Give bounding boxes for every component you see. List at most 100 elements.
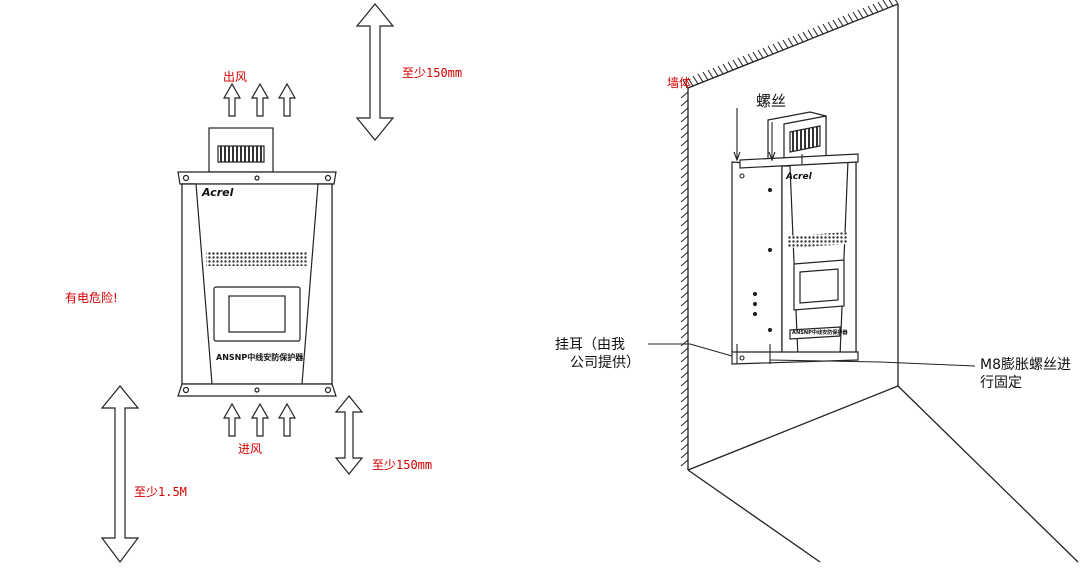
hatch-mark bbox=[877, 1, 884, 11]
ear-label-line1: 挂耳（由我 bbox=[555, 337, 625, 353]
hatch-mark bbox=[680, 283, 689, 291]
hatch-mark bbox=[822, 23, 829, 33]
wall-hatch-top bbox=[682, 0, 899, 89]
leader-lines bbox=[648, 343, 976, 367]
hatch-mark bbox=[782, 39, 789, 49]
hatch-mark bbox=[680, 259, 689, 267]
hatch-mark bbox=[680, 155, 689, 163]
left-device-front bbox=[177, 127, 337, 397]
hatch-mark bbox=[680, 331, 689, 339]
hatch-mark bbox=[680, 395, 689, 403]
outlet-arrows bbox=[222, 82, 297, 117]
bolt-label-line1: M8膨胀螺丝进 bbox=[980, 357, 1071, 373]
bottom-clearance-label: 至少150mm bbox=[372, 458, 433, 472]
hatch-mark bbox=[682, 79, 689, 89]
hatch-mark bbox=[680, 99, 689, 107]
hatch-mark bbox=[680, 443, 689, 451]
hatch-mark bbox=[680, 123, 689, 131]
left-brand-logo: Acrel bbox=[202, 186, 234, 199]
hatch-mark bbox=[680, 195, 689, 203]
hatch-mark bbox=[680, 459, 689, 467]
hatch-mark bbox=[747, 53, 754, 63]
hatch-mark bbox=[680, 147, 689, 155]
hatch-mark bbox=[680, 251, 689, 259]
hatch-mark bbox=[872, 3, 879, 13]
hatch-mark bbox=[680, 243, 689, 251]
bolt-label-line2: 行固定 bbox=[980, 375, 1022, 391]
hatch-mark bbox=[680, 347, 689, 355]
hatch-mark bbox=[680, 187, 689, 195]
left-device-name: ANSNP中线安防保护器 bbox=[216, 353, 304, 362]
hatch-mark bbox=[837, 17, 844, 27]
hatch-mark bbox=[772, 43, 779, 53]
inlet-arrows bbox=[222, 402, 297, 437]
hatch-mark bbox=[797, 33, 804, 43]
right-device-name: ANSNP中线安防保护器 bbox=[792, 329, 848, 336]
hatch-mark bbox=[767, 45, 774, 55]
wall-hatch-left bbox=[680, 91, 689, 467]
hatch-mark bbox=[832, 19, 839, 29]
hatch-mark bbox=[680, 307, 689, 315]
hatch-mark bbox=[842, 15, 849, 25]
hatch-mark bbox=[680, 107, 689, 115]
hatch-mark bbox=[702, 71, 709, 81]
hatch-mark bbox=[732, 59, 739, 69]
hatch-mark bbox=[680, 291, 689, 299]
hatch-mark bbox=[882, 0, 889, 9]
hatch-mark bbox=[680, 419, 689, 427]
right-brand-logo: Acrel bbox=[786, 172, 812, 182]
hatch-mark bbox=[757, 49, 764, 59]
ear-label-line2: 公司提供） bbox=[570, 355, 640, 371]
screw-label: 螺丝 bbox=[756, 92, 787, 110]
hatch-mark bbox=[680, 403, 689, 411]
hatch-mark bbox=[707, 69, 714, 79]
hatch-mark bbox=[862, 7, 869, 17]
hatch-mark bbox=[727, 61, 734, 71]
wall-label: 墙体 bbox=[667, 76, 692, 90]
hatch-mark bbox=[680, 131, 689, 139]
hatch-mark bbox=[680, 227, 689, 235]
hatch-mark bbox=[680, 355, 689, 363]
hatch-mark bbox=[894, 0, 899, 5]
hatch-mark bbox=[680, 171, 689, 179]
hatch-mark bbox=[680, 363, 689, 371]
bottom-clearance-arrow bbox=[334, 395, 364, 475]
hatch-mark bbox=[847, 13, 854, 23]
top-clearance-label: 至少150mm bbox=[402, 66, 463, 80]
hatch-mark bbox=[787, 37, 794, 47]
mounting-screws bbox=[733, 108, 803, 364]
hatch-mark bbox=[680, 115, 689, 123]
hatch-mark bbox=[687, 77, 694, 87]
hatch-mark bbox=[742, 55, 749, 65]
hatch-mark bbox=[777, 41, 784, 51]
floor-clearance-arrow bbox=[100, 385, 140, 563]
hatch-mark bbox=[680, 315, 689, 323]
hatch-mark bbox=[712, 67, 719, 77]
hatch-mark bbox=[680, 339, 689, 347]
hatch-mark bbox=[680, 211, 689, 219]
hatch-mark bbox=[680, 163, 689, 171]
hatch-mark bbox=[737, 57, 744, 67]
hatch-mark bbox=[888, 0, 894, 7]
hatch-mark bbox=[762, 47, 769, 57]
floor-clearance-label: 至少1.5M bbox=[134, 485, 187, 499]
hatch-mark bbox=[680, 275, 689, 283]
hatch-mark bbox=[680, 323, 689, 331]
inlet-label: 进风 bbox=[238, 442, 263, 456]
hatch-mark bbox=[680, 371, 689, 379]
hatch-mark bbox=[792, 35, 799, 45]
hatch-mark bbox=[697, 73, 704, 83]
hatch-mark bbox=[802, 31, 809, 41]
danger-label: 有电危险! bbox=[65, 291, 118, 305]
hatch-mark bbox=[692, 75, 699, 85]
hatch-mark bbox=[852, 11, 859, 21]
hatch-mark bbox=[722, 63, 729, 73]
top-clearance-arrow bbox=[355, 3, 395, 141]
right-device-mounted bbox=[731, 111, 859, 365]
hatch-mark bbox=[680, 411, 689, 419]
hatch-mark bbox=[680, 219, 689, 227]
hatch-mark bbox=[680, 235, 689, 243]
hatch-mark bbox=[680, 387, 689, 395]
